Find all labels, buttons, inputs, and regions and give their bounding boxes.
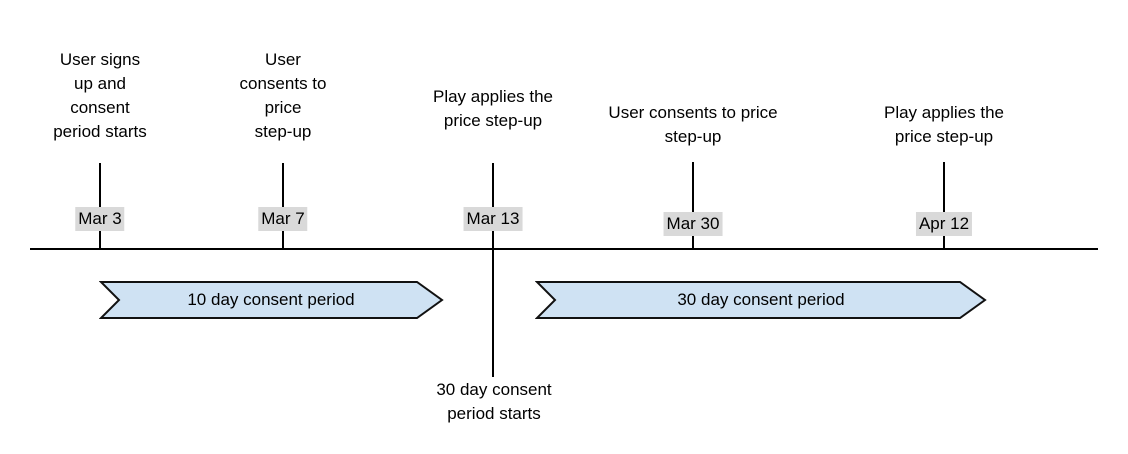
event-label-consent-1: User consents to price step-up — [239, 50, 327, 141]
event-tick-mar13 — [492, 163, 494, 248]
date-label-mar3: Mar 3 — [75, 207, 125, 231]
period-arrow-30day-icon — [535, 281, 987, 319]
date-label-mar13: Mar 13 — [463, 207, 523, 231]
annotation-connector-line — [492, 250, 494, 377]
timeline-axis — [30, 248, 1098, 250]
event-label-apply-1: Play applies the price step-up — [432, 87, 554, 130]
date-label-mar30: Mar 30 — [663, 212, 723, 236]
period-arrow-10day-icon — [99, 281, 444, 319]
event-tick-mar30 — [692, 162, 694, 248]
event-tick-mar7 — [282, 163, 284, 248]
date-label-mar7: Mar 7 — [258, 207, 308, 231]
date-label-apr12: Apr 12 — [915, 212, 973, 236]
event-label-consent-2: User consents to price step-up — [608, 103, 778, 146]
event-label-signup: User signs up and consent period starts — [53, 50, 147, 141]
event-label-apply-2: Play applies the price step-up — [883, 103, 1005, 146]
period-label-30day: 30 day consent period — [677, 290, 845, 309]
annotation-30day-start: 30 day consent period starts — [436, 380, 552, 423]
event-tick-apr12 — [943, 162, 945, 248]
period-label-10day: 10 day consent period — [187, 290, 355, 309]
event-tick-mar3 — [99, 163, 101, 248]
